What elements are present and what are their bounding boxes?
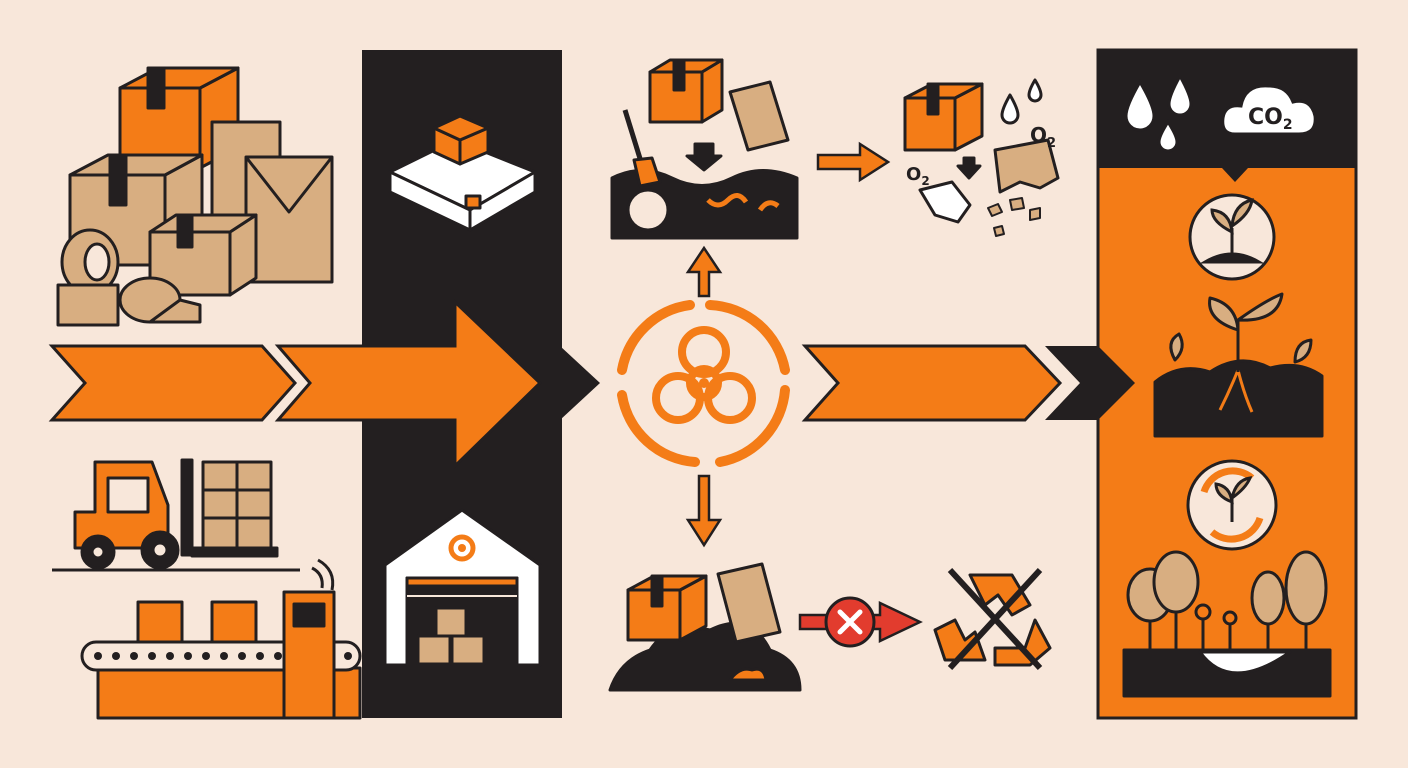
flow-chevron-4 <box>1045 346 1135 420</box>
flow-chevron-2 <box>274 298 543 470</box>
flow-arrow-tip-dark <box>560 346 600 420</box>
co2-cloud-icon <box>1221 84 1317 136</box>
flow-chevron-3 <box>801 344 1063 422</box>
emissions-pointer <box>1222 168 1248 182</box>
water-drops-icon <box>1124 72 1193 153</box>
conveyor-machine-icon <box>80 558 362 720</box>
oxygen-label-top: O2 <box>1030 123 1056 151</box>
reject-x-icon <box>824 596 876 648</box>
composting-soil-icon <box>610 58 799 240</box>
packaged-product-icon <box>388 114 537 232</box>
oxygen-label-left: O2 <box>906 164 930 188</box>
degrading-packaging-icon <box>903 78 1060 237</box>
up-arrow <box>685 245 723 298</box>
biodegradation-cycle-icon <box>617 300 790 467</box>
co2-label: CO2 <box>1248 105 1293 133</box>
down-arrow <box>685 474 723 548</box>
renewal-cycle-icon <box>1186 459 1278 551</box>
forklift-icon <box>52 458 300 572</box>
packaging-materials-icon <box>56 66 334 327</box>
forest-ecosystem-icon <box>1122 550 1332 698</box>
plant-growth-soil-icon <box>1153 292 1324 438</box>
biohazard-icon <box>652 326 756 424</box>
landfill-waste-icon <box>608 562 802 692</box>
sprout-icon <box>1188 193 1276 281</box>
flow-chevron-1 <box>48 344 298 422</box>
warehouse-icon <box>383 508 542 667</box>
right-arrow-compost <box>816 141 891 183</box>
crossed-recycle-icon <box>933 567 1052 671</box>
